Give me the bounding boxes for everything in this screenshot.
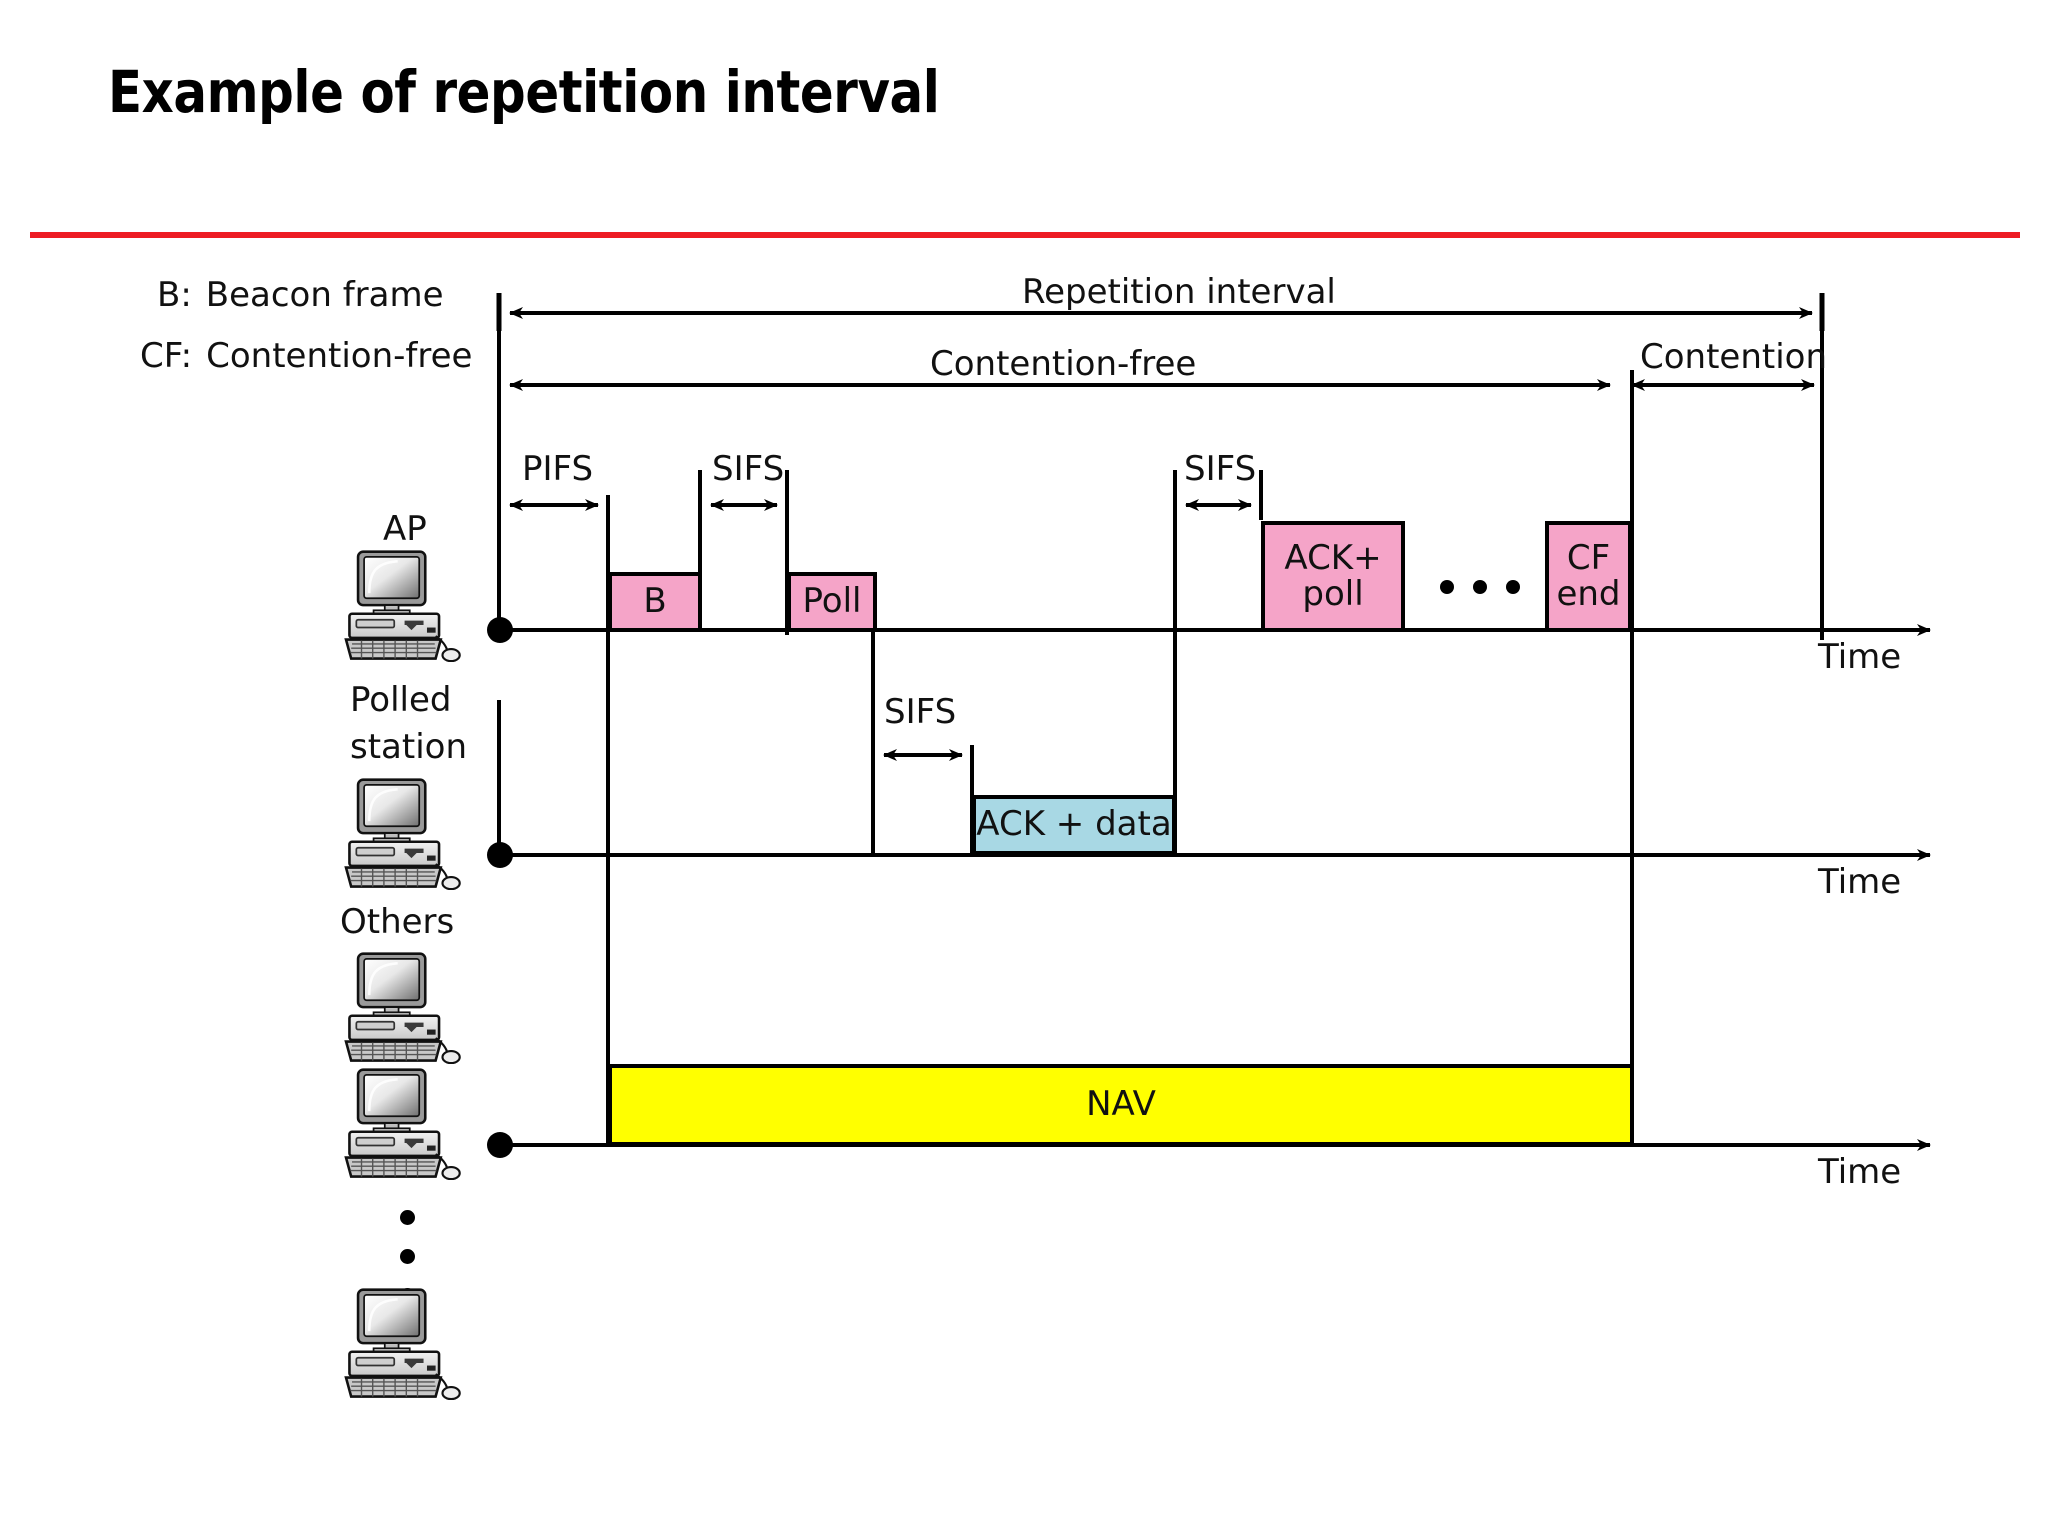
computer-icon-other-n bbox=[338, 1288, 466, 1400]
legend-key-cf: CF: bbox=[140, 336, 193, 376]
frame-nav[interactable]: NAV bbox=[608, 1064, 1634, 1146]
frame-beacon[interactable]: B bbox=[608, 572, 702, 632]
frame-beacon-label: B bbox=[643, 581, 667, 622]
ifs-label-sifs-polled: SIFS bbox=[884, 692, 957, 732]
legend-value-cf: Contention-free bbox=[206, 336, 473, 376]
frame-ack-poll-line2: poll bbox=[1302, 573, 1364, 614]
computer-icon-other-1 bbox=[338, 952, 466, 1064]
ifs-label-sifs-ap-1: SIFS bbox=[712, 449, 785, 489]
frame-cf-end-line2: end bbox=[1556, 573, 1621, 614]
row-label-polled-station-line1: Polled bbox=[350, 680, 452, 720]
row-label-polled-station-line2: station bbox=[350, 727, 468, 767]
axis-origin-dot-polled bbox=[487, 842, 513, 868]
span-label-contention: Contention bbox=[1640, 337, 1828, 377]
frame-poll-label: Poll bbox=[802, 581, 862, 622]
computer-icon-ap bbox=[338, 550, 466, 662]
computer-icon-other-2 bbox=[338, 1068, 466, 1180]
ellipsis-icon bbox=[1440, 580, 1520, 594]
axis-origin-dot-others bbox=[487, 1132, 513, 1158]
frame-ack-data-label: ACK + data bbox=[976, 804, 1172, 845]
computer-icon-polled-station bbox=[338, 778, 466, 890]
frame-ack-poll[interactable]: ACK+ poll bbox=[1261, 521, 1405, 632]
span-label-contention-free: Contention-free bbox=[930, 344, 1197, 384]
frame-ack-data[interactable]: ACK + data bbox=[972, 795, 1176, 855]
frame-cf-end-line1: CF bbox=[1566, 538, 1611, 579]
legend-key-b: B: bbox=[157, 275, 192, 315]
ifs-label-sifs-ap-2: SIFS bbox=[1184, 449, 1257, 489]
ifs-label-pifs: PIFS bbox=[522, 449, 594, 489]
frame-nav-label: NAV bbox=[1086, 1084, 1156, 1125]
axis-label-time-polled: Time bbox=[1818, 862, 1902, 902]
span-label-repetition-interval: Repetition interval bbox=[1022, 272, 1336, 312]
legend-value-b: Beacon frame bbox=[205, 275, 444, 315]
axis-label-time-ap: Time bbox=[1818, 637, 1902, 677]
frame-poll[interactable]: Poll bbox=[787, 572, 877, 632]
axis-origin-dot-ap bbox=[487, 617, 513, 643]
page-title: Example of repetition interval bbox=[108, 58, 940, 126]
title-divider bbox=[30, 232, 2020, 238]
axis-label-time-others: Time bbox=[1818, 1152, 1902, 1192]
legend-item-beacon: B: Beacon frame bbox=[157, 275, 444, 315]
row-label-others: Others bbox=[340, 902, 455, 942]
row-label-ap: AP bbox=[383, 509, 427, 549]
frame-ack-poll-line1: ACK+ bbox=[1284, 538, 1382, 579]
frame-cf-end[interactable]: CF end bbox=[1545, 521, 1632, 632]
legend-item-contention-free: CF: Contention-free bbox=[140, 336, 472, 376]
